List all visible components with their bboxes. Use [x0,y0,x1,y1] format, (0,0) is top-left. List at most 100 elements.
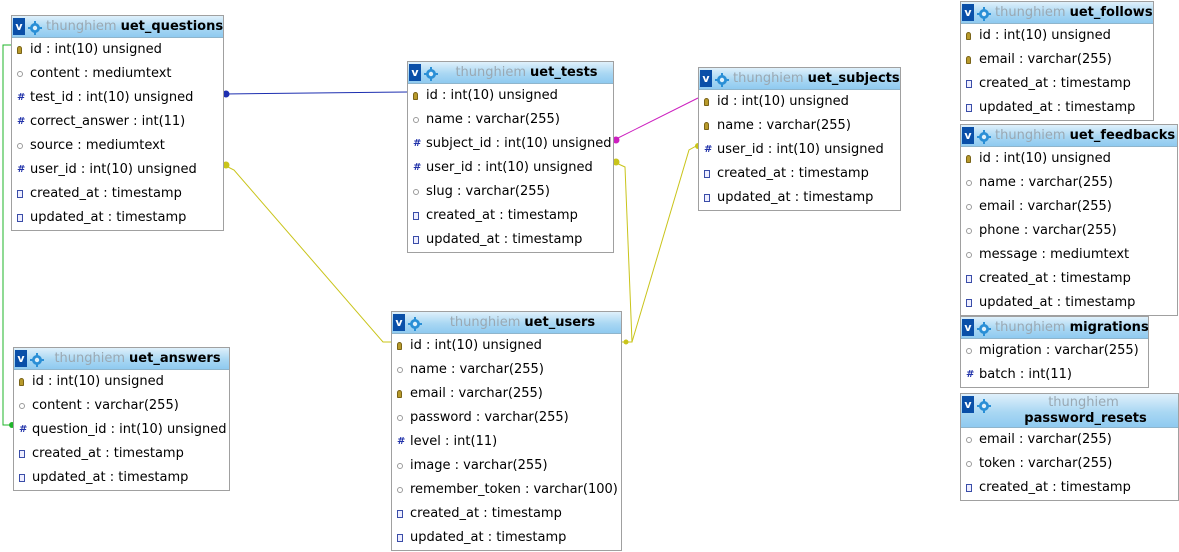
toggle-columns-button[interactable]: v [393,314,405,331]
table-column-row[interactable]: content : varchar(255) [14,394,229,418]
table-column-row[interactable]: updated_at : timestamp [14,466,229,490]
table-column-row[interactable]: name : varchar(255) [699,114,900,138]
gear-icon[interactable] [977,129,991,144]
table-column-row[interactable]: #user_id : int(10) unsigned [699,138,900,162]
table-column-row[interactable]: id : int(10) unsigned [12,38,223,62]
table-column-row[interactable]: #test_id : int(10) unsigned [12,86,223,110]
table-column-row[interactable]: message : mediumtext [961,243,1177,267]
table-column-row[interactable]: remember_token : varchar(100) [392,478,621,502]
table-column-row[interactable]: created_at : timestamp [961,267,1177,291]
toggle-columns-button[interactable]: v [15,350,27,367]
gear-icon[interactable] [424,66,438,81]
table-column-row[interactable]: created_at : timestamp [12,182,223,206]
toggle-columns-button[interactable]: v [700,70,712,87]
table-column-row[interactable]: updated_at : timestamp [392,526,621,550]
gear-icon[interactable] [715,72,729,87]
table-column-row[interactable]: token : varchar(255) [961,452,1178,476]
table-column-row[interactable]: slug : varchar(255) [408,180,613,204]
column-label: user_id : int(10) unsigned [717,142,884,157]
table-column-row[interactable]: created_at : timestamp [961,72,1153,96]
table-column-row[interactable]: source : mediumtext [12,134,223,158]
table-column-row[interactable]: created_at : timestamp [392,502,621,526]
table-column-row[interactable]: email : varchar(255) [392,382,621,406]
table-column-row[interactable]: #user_id : int(10) unsigned [12,158,223,182]
toggle-columns-button[interactable]: v [962,127,974,144]
gear-icon[interactable] [30,352,44,367]
database-name: thunghiem [455,65,527,80]
table-column-row[interactable]: password : varchar(255) [392,406,621,430]
datetime-type-icon [704,194,710,202]
column-label: created_at : timestamp [717,166,869,181]
table-column-row[interactable]: id : int(10) unsigned [961,24,1153,48]
column-label: subject_id : int(10) unsigned [426,136,612,151]
table-column-row[interactable]: created_at : timestamp [699,162,900,186]
gear-icon[interactable] [977,321,991,336]
table-column-row[interactable]: id : int(10) unsigned [699,90,900,114]
table-column-row[interactable]: created_at : timestamp [14,442,229,466]
table-column-row[interactable]: updated_at : timestamp [408,228,613,252]
table-column-row[interactable]: updated_at : timestamp [961,96,1153,120]
table-column-row[interactable]: id : int(10) unsigned [14,370,229,394]
toggle-columns-button[interactable]: v [13,18,25,35]
table-column-row[interactable]: #batch : int(11) [961,363,1148,387]
table-column-row[interactable]: #correct_answer : int(11) [12,110,223,134]
column-label: updated_at : timestamp [410,530,567,545]
toggle-columns-button[interactable]: v [409,64,421,81]
table-column-row[interactable]: image : varchar(255) [392,454,621,478]
table-column-row[interactable]: updated_at : timestamp [12,206,223,230]
table-column-row[interactable]: #subject_id : int(10) unsigned [408,132,613,156]
datetime-type-icon [966,80,972,88]
table-column-row[interactable]: updated_at : timestamp [961,291,1177,315]
table-column-row[interactable]: id : int(10) unsigned [408,84,613,108]
gear-icon[interactable] [977,398,991,413]
column-label: phone : varchar(255) [979,223,1117,238]
table-column-row[interactable]: phone : varchar(255) [961,219,1177,243]
column-label: migration : varchar(255) [979,343,1139,358]
table-column-row[interactable]: updated_at : timestamp [699,186,900,210]
table-column-row[interactable]: email : varchar(255) [961,195,1177,219]
table-column-row[interactable]: email : varchar(255) [961,428,1178,452]
table-column-row[interactable]: email : varchar(255) [961,48,1153,72]
table-column-row[interactable]: created_at : timestamp [961,476,1178,500]
table-column-row[interactable]: name : varchar(255) [961,171,1177,195]
table-column-row[interactable]: name : varchar(255) [392,358,621,382]
table-column-row[interactable]: content : mediumtext [12,62,223,86]
toggle-columns-button[interactable]: v [962,319,974,336]
toggle-columns-button[interactable]: v [962,4,974,21]
table-column-row[interactable]: #user_id : int(10) unsigned [408,156,613,180]
gear-icon[interactable] [408,316,422,331]
table-column-row[interactable]: id : int(10) unsigned [961,147,1177,171]
table-column-row[interactable]: name : varchar(255) [408,108,613,132]
gear-icon[interactable] [977,6,991,21]
table-column-row[interactable]: #level : int(11) [392,430,621,454]
table-column-row[interactable]: id : int(10) unsigned [392,334,621,358]
toggle-columns-button[interactable]: v [962,396,974,413]
table-column-row[interactable]: #question_id : int(10) unsigned [14,418,229,442]
column-label: question_id : int(10) unsigned [32,422,227,437]
table-column-row[interactable]: migration : varchar(255) [961,339,1148,363]
key-icon [19,378,24,386]
relation-line-tests-subjects [613,97,699,141]
table-column-row[interactable]: created_at : timestamp [408,204,613,228]
gear-icon[interactable] [28,20,42,35]
